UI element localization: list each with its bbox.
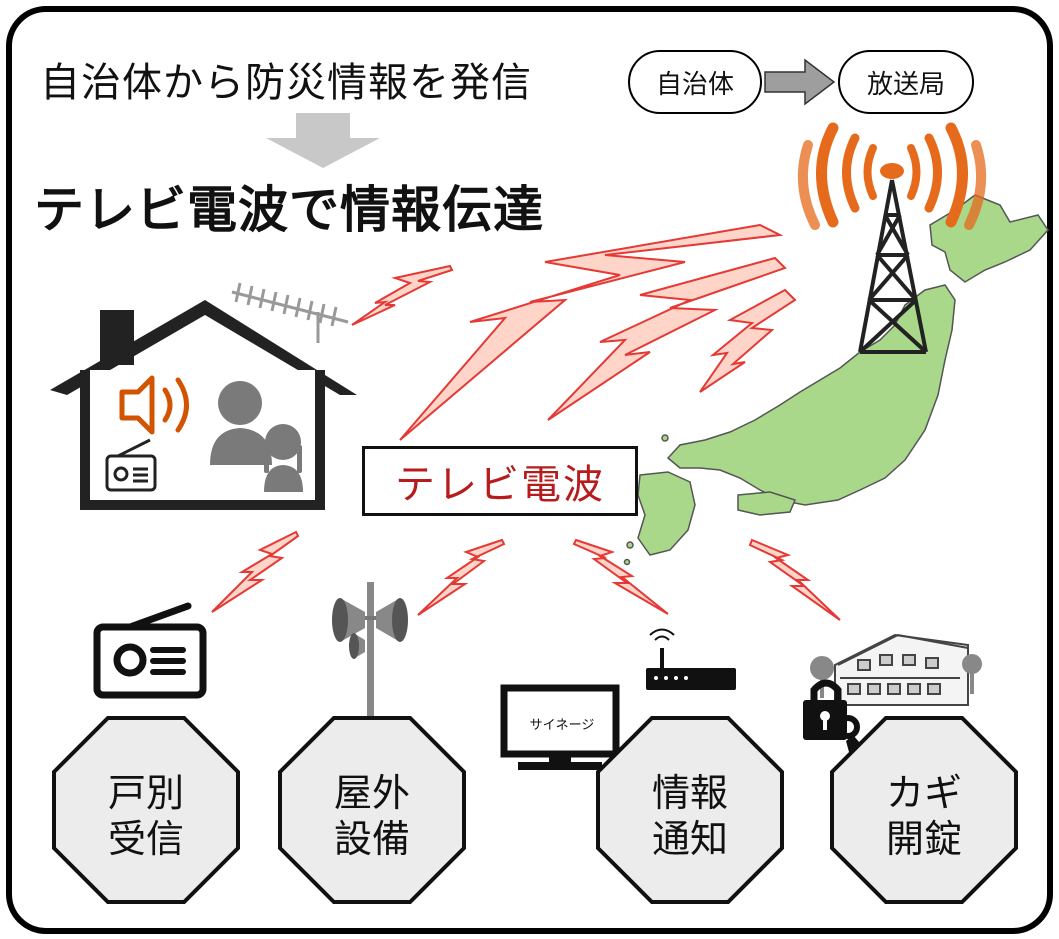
endpoint-line2: 通知 [651, 817, 728, 861]
endpoint-octagon-household [52, 716, 240, 904]
endpoint-line2: 受信 [107, 817, 184, 861]
broadcast-tower-icon [797, 122, 987, 354]
down-arrow-icon [266, 113, 380, 168]
flow-source-pill: 自治体 [628, 50, 762, 114]
headline: 自治体から防災情報を発信 [40, 60, 532, 106]
house-icon [50, 282, 357, 510]
signage-label: サイネージ [529, 718, 595, 733]
flow-target-pill: 放送局 [838, 50, 974, 114]
tv-signal-label: テレビ電波 [362, 446, 638, 516]
family-icon [210, 381, 303, 492]
endpoint-line2: 開錠 [885, 817, 962, 861]
endpoint-octagon-notification [596, 716, 784, 904]
endpoint-octagon-outdoor [278, 716, 466, 904]
endpoint-line1: 屋外 [333, 771, 410, 815]
endpoint-line1: 情報 [651, 771, 728, 815]
endpoint-label-unlock: カギ 開錠 [834, 770, 1014, 862]
endpoint-line2: 設備 [333, 817, 410, 861]
radio-icon [93, 602, 207, 699]
antenna-icon [231, 282, 349, 343]
monitor-icon [500, 684, 620, 770]
subheadline: テレビ電波で情報伝達 [34, 181, 544, 239]
japan-map-icon [623, 194, 1049, 566]
endpoint-line1: カギ [885, 771, 962, 815]
signal-bolts-small [211, 264, 841, 621]
right-arrow-icon [764, 58, 836, 106]
endpoint-label-household: 戸別 受信 [56, 770, 236, 862]
padlock-icon [803, 679, 847, 740]
radio-icon [105, 438, 157, 492]
router-icon [646, 628, 736, 690]
signal-bolts-large [399, 223, 797, 441]
endpoint-label-notification: 情報 通知 [600, 770, 780, 862]
endpoint-octagon-unlock [830, 716, 1018, 904]
endpoint-line1: 戸別 [107, 771, 184, 815]
speaker-icon [119, 375, 189, 435]
building-icon [810, 633, 982, 706]
loudspeaker-pole-icon [332, 582, 408, 722]
endpoint-label-outdoor: 屋外 設備 [282, 770, 462, 862]
